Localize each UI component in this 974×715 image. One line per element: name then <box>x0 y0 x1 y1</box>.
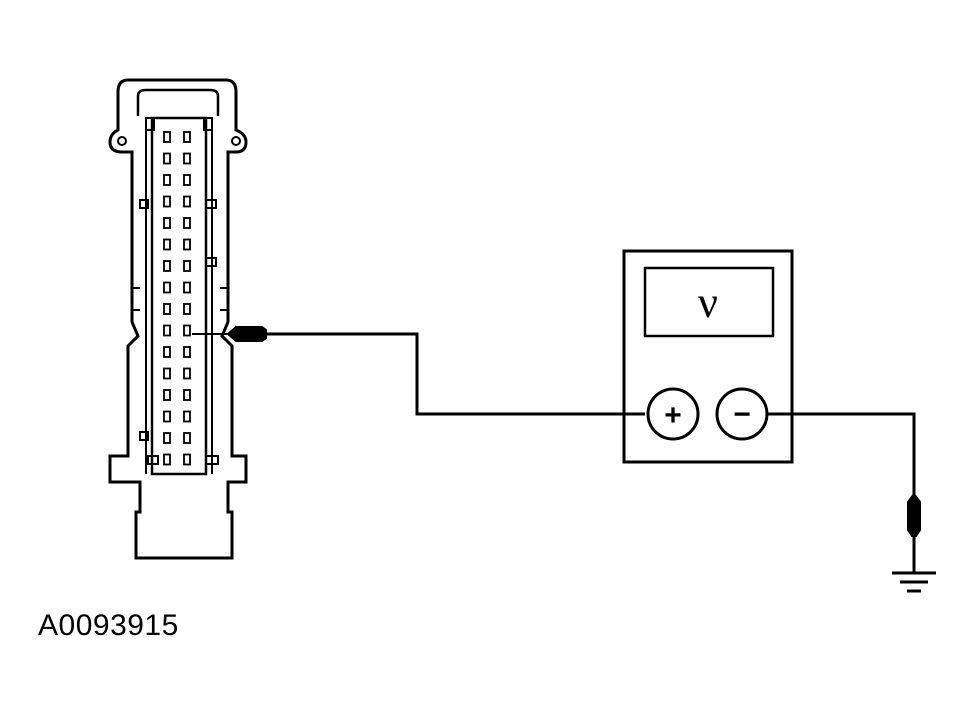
positive-probe <box>226 326 267 342</box>
connector-pin <box>163 453 171 466</box>
connector-pin <box>183 152 191 165</box>
connector-pin <box>163 367 171 380</box>
positive-terminal-sign: + <box>664 399 682 432</box>
connector <box>108 78 248 560</box>
connector-pin <box>163 303 171 315</box>
connector-pin <box>163 217 171 229</box>
meter-display <box>643 266 775 338</box>
positive-lead <box>192 326 645 416</box>
connector-pin <box>163 260 171 272</box>
mount-hole-right <box>231 136 241 146</box>
connector-pin <box>183 389 191 401</box>
connector-pin <box>183 238 191 251</box>
connector-pin <box>183 303 191 315</box>
positive-wire <box>266 332 645 416</box>
connector-pin <box>183 324 191 337</box>
connector-pin <box>163 346 171 358</box>
negative-probe <box>907 492 921 537</box>
connector-pin <box>183 453 191 466</box>
negative-wire <box>767 412 916 498</box>
negative-terminal-sign: − <box>733 398 751 431</box>
connector-pin <box>183 367 191 380</box>
connector-latch <box>136 88 220 116</box>
connector-pin <box>163 238 171 251</box>
connector-pin <box>183 410 191 423</box>
connector-side-tabs <box>139 117 219 465</box>
meter-display-symbol: ν <box>698 278 718 327</box>
mount-hole-left <box>117 136 127 146</box>
connector-pin <box>183 217 191 229</box>
ground-icon <box>892 571 936 593</box>
connector-pin <box>163 281 171 294</box>
connector-pin <box>183 281 191 294</box>
connector-housing <box>108 78 248 560</box>
connector-pin <box>163 389 171 401</box>
connector-pin <box>163 410 171 423</box>
connector-pin <box>183 131 191 143</box>
figure-id: A0093915 <box>38 609 179 642</box>
connector-pin <box>183 346 191 358</box>
connector-pin <box>163 152 171 165</box>
meter-body <box>622 249 794 464</box>
positive-terminal <box>646 387 700 441</box>
connector-pin <box>163 174 171 186</box>
connector-pin <box>183 260 191 272</box>
connector-pin <box>163 195 171 208</box>
negative-lead <box>767 412 921 572</box>
pin-cavity <box>150 116 208 476</box>
multimeter <box>622 249 794 464</box>
connector-pins <box>163 131 191 466</box>
connector-pin <box>163 432 171 444</box>
connector-pin <box>183 432 191 444</box>
connector-pin <box>163 324 171 337</box>
connector-pin <box>163 131 171 143</box>
connector-pin <box>183 195 191 208</box>
connector-pin <box>183 174 191 186</box>
